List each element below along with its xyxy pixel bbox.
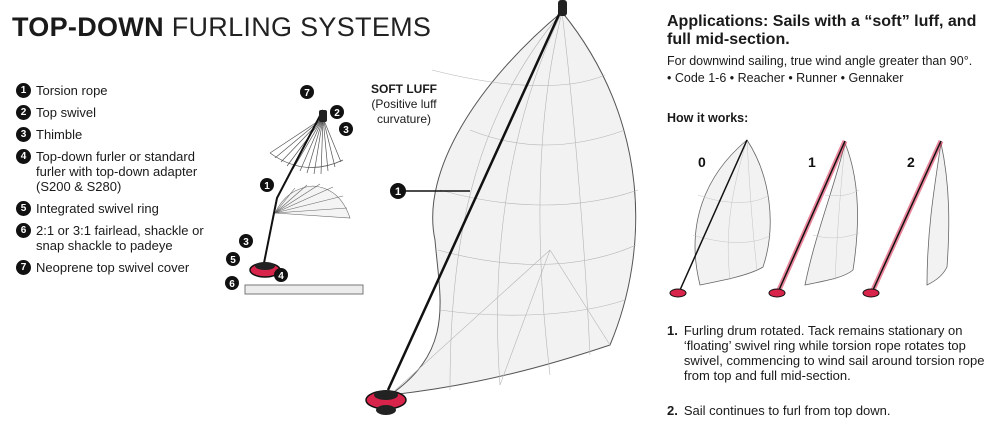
- legend-item: 2 Top swivel: [16, 105, 221, 120]
- svg-text:2: 2: [334, 108, 340, 119]
- legend-item: 4 Top-down furler or standard furler with…: [16, 149, 221, 194]
- sail-seams: [389, 11, 639, 396]
- legend-number: 5: [16, 201, 31, 216]
- main-sail-diagram: 1: [365, 0, 639, 415]
- main-drum-top: [374, 390, 398, 400]
- legend-item: 7 Neoprene top swivel cover: [16, 260, 221, 275]
- stage-0-label: 0: [698, 154, 706, 170]
- applications-description: For downwind sailing, true wind angle gr…: [667, 53, 997, 87]
- svg-text:7: 7: [304, 88, 310, 99]
- soft-luff-label: SOFT LUFF (Positive luff curvature): [362, 82, 446, 127]
- svg-text:3: 3: [343, 125, 349, 136]
- legend-item: 6 2:1 or 3:1 fairlead, shackle or snap sh…: [16, 223, 221, 253]
- applications-types: • Code 1-6 • Reacher • Runner • Gennaker: [667, 71, 904, 85]
- legend-label: Thimble: [36, 127, 83, 142]
- legend-number: 7: [16, 260, 31, 275]
- foot-fan: [274, 183, 351, 219]
- drum-top: [255, 262, 275, 270]
- stage-2: 2: [862, 139, 950, 298]
- furling-stages-diagram: 0 1 2: [669, 139, 950, 298]
- stage-1: 1: [768, 139, 860, 298]
- soft-luff-line1: (Positive luff: [371, 97, 437, 111]
- svg-text:6: 6: [229, 279, 235, 290]
- legend-label: Neoprene top swivel cover: [36, 260, 190, 275]
- applications-title: Applications: Sails with a “soft” luff, …: [667, 13, 977, 48]
- legend-number: 4: [16, 149, 31, 164]
- svg-text:5: 5: [230, 255, 236, 266]
- legend-label: Torsion rope: [36, 83, 108, 98]
- furler-detail-diagram: 7 2 3 1 3 5 4 6: [225, 85, 364, 295]
- legend-label: Top-down furler or standard furler with …: [36, 149, 198, 194]
- main-drum-base: [376, 405, 396, 415]
- title-light: FURLING SYSTEMS: [171, 12, 432, 42]
- top-swivel: [319, 110, 327, 122]
- stage-2-label: 2: [907, 154, 915, 170]
- legend-number: 6: [16, 223, 31, 238]
- component-legend: 1 Torsion rope 2 Top swivel 3 Thimble 4 Top-…: [16, 83, 221, 282]
- legend-item: 5 Integrated swivel ring: [16, 201, 221, 216]
- legend-number: 1: [16, 83, 31, 98]
- legend-label: Top swivel: [36, 105, 96, 120]
- legend-label: Integrated swivel ring: [36, 201, 159, 216]
- legend-number: 2: [16, 105, 31, 120]
- how-step-2: 2. Sail continues to furl from top down.: [667, 403, 985, 418]
- step-number: 2.: [667, 403, 678, 418]
- head-swivel: [558, 0, 567, 16]
- page-title: TOP-DOWN FURLING SYSTEMS: [12, 12, 431, 43]
- applications-desc: For downwind sailing, true wind angle gr…: [667, 54, 973, 68]
- legend-item: 1 Torsion rope: [16, 83, 221, 98]
- detail-markers: 7 2 3 1 3 5 4 6: [225, 85, 353, 290]
- legend-item: 3 Thimble: [16, 127, 221, 142]
- soft-luff-line2: curvature): [376, 112, 432, 126]
- legend-number: 3: [16, 127, 31, 142]
- deck: [244, 284, 364, 295]
- soft-luff-title: SOFT LUFF: [371, 82, 437, 96]
- torsion-rope-luff: [386, 7, 564, 391]
- stage-1-label: 1: [808, 154, 816, 170]
- stage-0: 0: [669, 139, 772, 298]
- step-number: 1.: [667, 323, 678, 338]
- svg-text:4: 4: [278, 271, 284, 282]
- step-text: Furling drum rotated. Tack remains stati…: [683, 323, 985, 383]
- marker-1-label: 1: [395, 186, 401, 198]
- title-bold: TOP-DOWN: [12, 12, 164, 42]
- marker-1: [390, 183, 406, 199]
- legend-label: 2:1 or 3:1 fairlead, shackle or snap sha…: [36, 223, 204, 253]
- how-it-works-heading: How it works:: [667, 111, 749, 125]
- svg-text:1: 1: [264, 181, 270, 192]
- svg-text:3: 3: [243, 237, 249, 248]
- torsion-rope: [262, 109, 324, 269]
- head-fan: [269, 117, 344, 175]
- step-text: Sail continues to furl from top down.: [683, 403, 891, 418]
- how-step-1: 1. Furling drum rotated. Tack remains st…: [667, 323, 985, 383]
